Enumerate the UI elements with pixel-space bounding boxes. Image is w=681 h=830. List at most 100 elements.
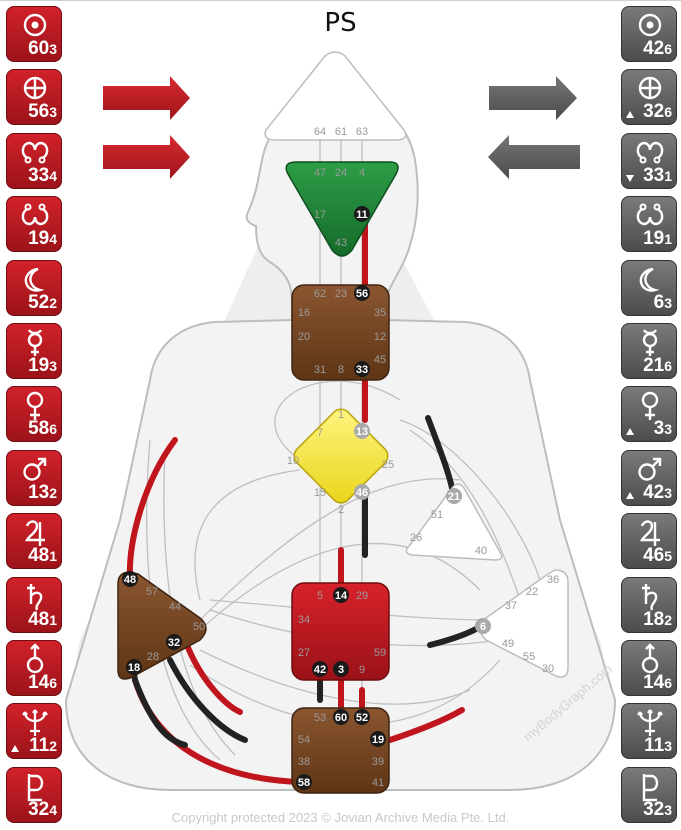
gate-number: 60	[28, 38, 50, 59]
activation-value: 323	[643, 800, 672, 820]
gate-56: 56	[356, 288, 368, 300]
gate-32: 32	[168, 637, 180, 649]
gate-23: 23	[335, 288, 347, 300]
gate-57: 57	[146, 586, 158, 598]
design-uranus-tile[interactable]: 146	[6, 640, 62, 696]
uranus-icon	[641, 643, 659, 674]
personality-arrows	[488, 76, 580, 179]
activation-value: 112	[29, 736, 57, 756]
activation-value: 132	[28, 483, 57, 503]
channel-58-18b	[132, 677, 188, 748]
gate-33: 33	[356, 364, 368, 376]
design-sun-tile[interactable]: 603	[6, 6, 62, 62]
gate-number: 48	[28, 545, 50, 567]
gate-7: 7	[317, 427, 323, 439]
activation-value: 423	[643, 483, 672, 503]
design-neptune-tile[interactable]: 112	[6, 703, 62, 760]
gate-60: 60	[335, 712, 347, 724]
line-number: 2	[49, 738, 57, 755]
gate-number: 19	[643, 228, 665, 250]
personality-saturn-tile[interactable]: 182	[621, 576, 677, 633]
line-number: 3	[49, 358, 57, 374]
gate-63: 63	[356, 126, 368, 138]
activation-value: 586	[28, 419, 57, 439]
gate-number: 19	[28, 355, 50, 376]
exalted-triangle-icon	[626, 111, 634, 119]
gate-number: 56	[28, 101, 50, 123]
design-mars-tile[interactable]: 132	[6, 449, 62, 506]
arrow-design-top-right-icon	[103, 76, 190, 120]
line-number: 1	[664, 167, 672, 184]
personality-north-node-tile[interactable]: 331	[621, 132, 677, 189]
gate-25: 25	[382, 459, 394, 471]
arrow-design-bottom-right-icon	[103, 135, 190, 179]
line-number: 1	[664, 231, 672, 248]
gate-46: 46	[356, 487, 368, 499]
gate-16: 16	[298, 307, 310, 319]
personality-pluto-tile[interactable]: 323	[621, 766, 677, 823]
saturn-icon	[27, 583, 43, 611]
mercury-icon	[642, 329, 658, 356]
personality-sun-tile[interactable]: 426	[621, 6, 677, 62]
design-jupiter-tile[interactable]: 481	[6, 513, 62, 570]
gate-number: 14	[643, 672, 665, 693]
line-number: 1	[49, 611, 57, 628]
personality-venus-tile[interactable]: 33	[621, 386, 677, 443]
personality-uranus-tile[interactable]: 146	[621, 640, 677, 696]
personality-moon-tile[interactable]: 63	[621, 259, 677, 316]
gate-number: 3	[653, 418, 665, 440]
gate-44: 44	[169, 601, 181, 613]
gate-55: 55	[523, 651, 535, 663]
gate-21: 21	[448, 491, 460, 503]
jupiter-icon	[25, 520, 45, 547]
gate-26: 26	[410, 532, 422, 544]
personality-south-node-tile[interactable]: 191	[621, 196, 677, 253]
activation-value: 481	[28, 610, 57, 630]
sun-icon	[23, 13, 47, 37]
gate-24: 24	[335, 167, 347, 179]
neptune-icon	[22, 709, 48, 737]
gate-47: 47	[314, 167, 326, 179]
gate-2: 2	[338, 504, 344, 516]
personality-jupiter-tile[interactable]: 465	[621, 513, 677, 570]
line-number: 1	[49, 548, 57, 565]
gate-18: 18	[128, 662, 140, 674]
gate-labels: 64 61 63 47 24 4 17 11 43 62 23 56 16 35…	[124, 126, 559, 789]
south-node-icon	[636, 203, 664, 226]
personality-mercury-tile[interactable]: 216	[621, 323, 677, 379]
activation-value: 216	[643, 356, 672, 376]
design-saturn-tile[interactable]: 481	[6, 576, 62, 633]
activation-value: 334	[28, 166, 57, 186]
line-number: 3	[664, 421, 672, 438]
design-pluto-tile[interactable]: 324	[6, 766, 62, 823]
design-mercury-tile[interactable]: 193	[6, 323, 62, 379]
gate-number: 52	[28, 291, 50, 313]
design-earth-tile[interactable]: 563	[6, 69, 62, 126]
personality-earth-tile[interactable]: 326	[621, 69, 677, 126]
personality-mars-tile[interactable]: 423	[621, 449, 677, 506]
personality-neptune-tile[interactable]: 113	[621, 703, 677, 760]
exalted-triangle-icon	[626, 491, 634, 499]
pluto-icon	[27, 773, 44, 801]
gate-27: 27	[298, 647, 310, 659]
gate-number: 32	[643, 101, 665, 123]
gate-dots	[122, 206, 491, 790]
design-north-node-tile[interactable]: 334	[6, 132, 62, 189]
line-number: 3	[664, 294, 672, 311]
root-center	[291, 707, 390, 794]
throat-center	[291, 284, 390, 381]
gate-58: 58	[298, 777, 310, 789]
design-venus-tile[interactable]: 586	[6, 386, 62, 443]
design-moon-tile[interactable]: 522	[6, 259, 62, 316]
arrow-personality-top-right-icon	[489, 76, 577, 120]
design-arrows	[103, 76, 190, 179]
gate-45: 45	[374, 354, 386, 366]
gate-28: 28	[147, 651, 159, 663]
activation-value: 193	[28, 356, 57, 376]
line-number: 3	[664, 484, 672, 501]
head-center	[264, 51, 407, 141]
activation-value: 331	[643, 166, 672, 186]
gate-48: 48	[124, 574, 136, 586]
mercury-icon	[27, 329, 43, 356]
design-south-node-tile[interactable]: 194	[6, 196, 62, 253]
